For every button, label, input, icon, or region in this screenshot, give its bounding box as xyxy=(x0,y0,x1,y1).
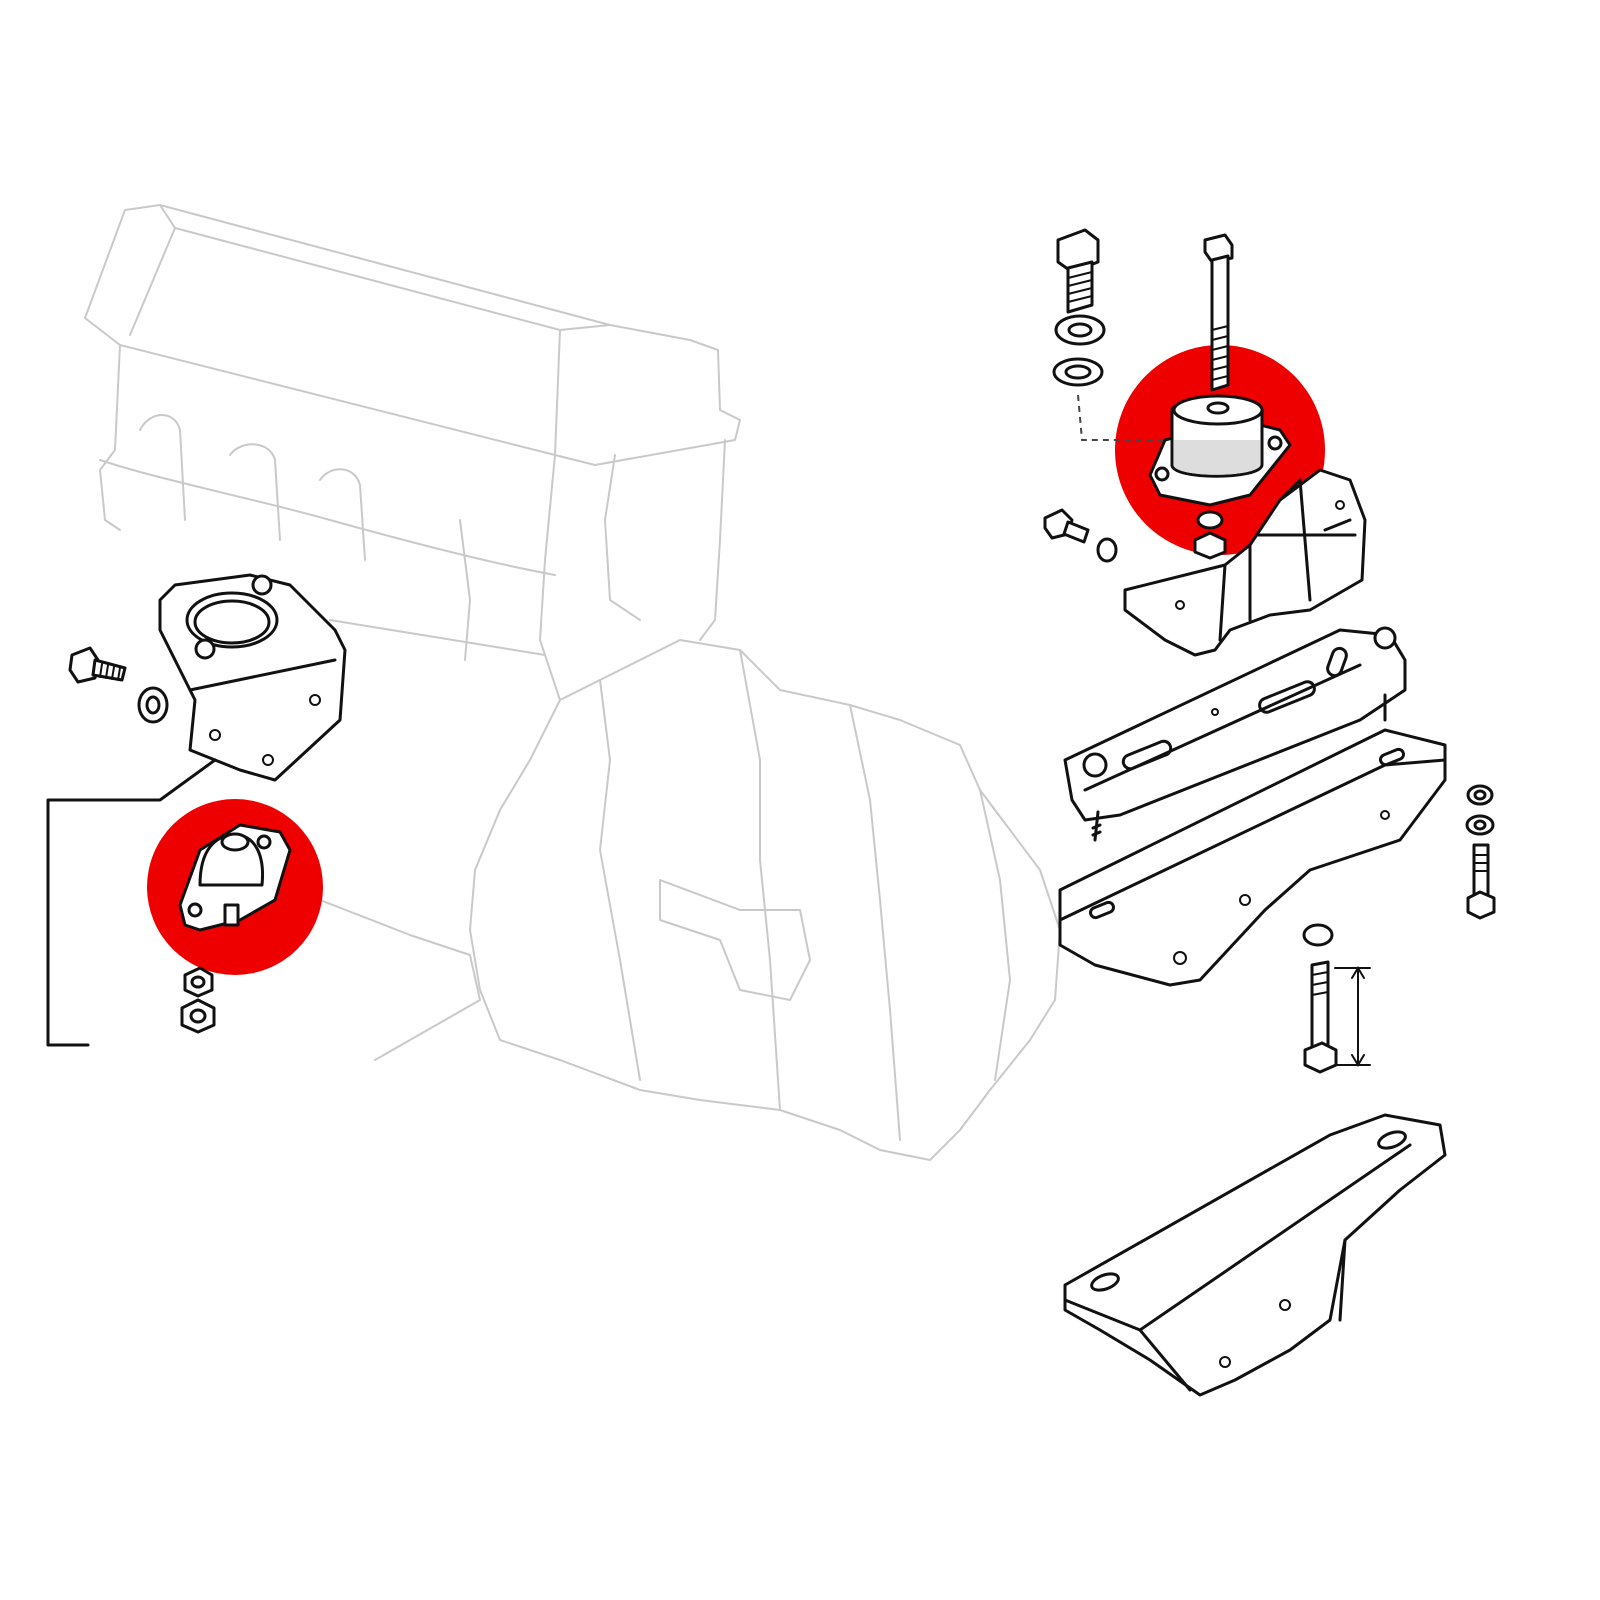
top-flat-washer xyxy=(1052,357,1104,387)
left-washer xyxy=(137,686,169,724)
top-lock-washer xyxy=(1054,314,1106,346)
crossmember xyxy=(1058,626,1447,987)
right-side-washers xyxy=(1465,784,1495,836)
right-gearbox-mount xyxy=(1148,394,1292,507)
left-bolt xyxy=(68,646,127,684)
left-engine-bracket xyxy=(158,573,347,782)
top-left-bolt xyxy=(1056,228,1100,314)
engine-block-outline xyxy=(84,204,741,1061)
right-small-bolt xyxy=(1043,508,1090,544)
callout-bracket-line xyxy=(46,758,217,1047)
mount-washers xyxy=(1193,510,1227,560)
long-stud-bolt xyxy=(1203,233,1234,392)
lower-bracket xyxy=(1063,1113,1447,1397)
left-mount-nuts xyxy=(180,966,216,1034)
right-side-bolt xyxy=(1466,843,1496,920)
right-small-nut xyxy=(1096,537,1118,563)
gearbox-outline xyxy=(469,639,1061,1161)
left-engine-mount xyxy=(178,823,292,932)
gearbox-bracket xyxy=(1123,468,1367,657)
assembly-dashed-line xyxy=(1077,394,1165,441)
crossmember-bolt xyxy=(1302,923,1371,1074)
